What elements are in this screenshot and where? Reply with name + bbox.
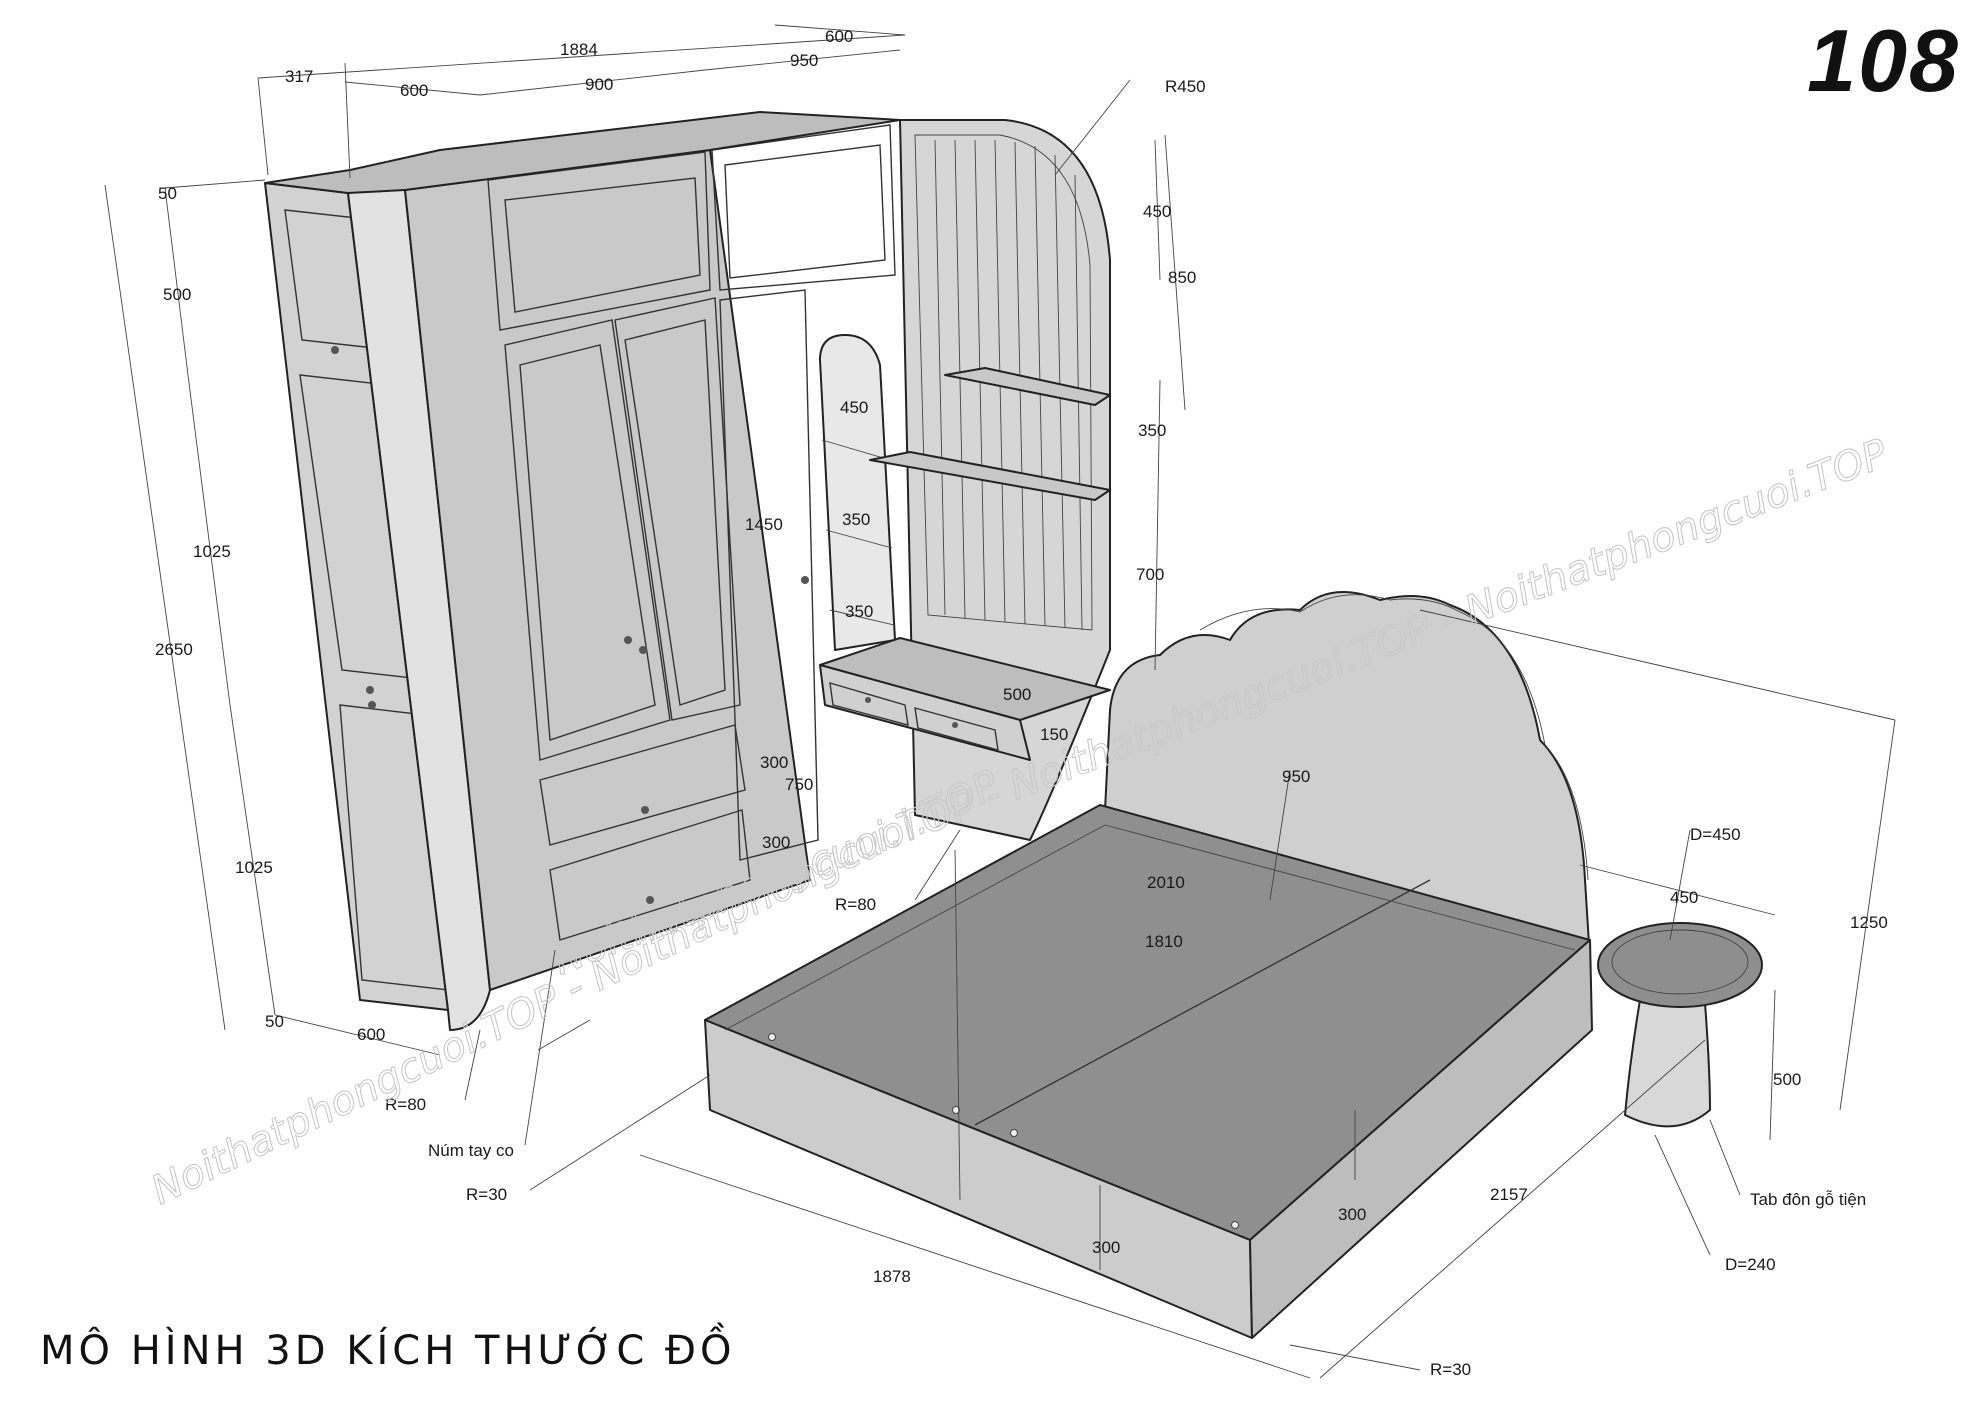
stool-base <box>1624 999 1711 1128</box>
dim-300-bed-side: 300 <box>1338 1205 1366 1224</box>
dim-d450: D=450 <box>1690 825 1741 844</box>
dim-500-desk: 500 <box>1003 685 1031 704</box>
page-number: 108 <box>1807 11 1960 110</box>
dim-50-bottom: 50 <box>265 1012 284 1031</box>
shelf-lower <box>869 451 1111 501</box>
dim-950-head: 950 <box>1282 767 1310 786</box>
wardrobe-niche <box>819 334 896 651</box>
dim-300-b: 300 <box>762 833 790 852</box>
dim-d240: D=240 <box>1725 1255 1776 1274</box>
dim-r80-desk: R=80 <box>835 895 876 914</box>
dim-2650: 2650 <box>155 640 193 659</box>
bed <box>704 591 1593 1339</box>
dim-1250: 1250 <box>1850 913 1888 932</box>
dim-500-top: 500 <box>163 285 191 304</box>
dim-750: 750 <box>785 775 813 794</box>
dim-r80-wardrobe: R=80 <box>385 1095 426 1114</box>
dim-350-right: 350 <box>1138 421 1166 440</box>
shelf-upper <box>944 367 1111 406</box>
stool-top <box>1597 922 1763 1008</box>
note-knob: Núm tay co <box>428 1141 514 1160</box>
dim-2157: 2157 <box>1490 1185 1528 1204</box>
dim-500-stool: 500 <box>1773 1070 1801 1089</box>
dim-1884: 1884 <box>560 40 598 59</box>
dim-450-niche: 450 <box>840 398 868 417</box>
dim-450-stool: 450 <box>1670 888 1698 907</box>
dim-2010: 2010 <box>1147 873 1185 892</box>
dim-r30-bottom: R=30 <box>1430 1360 1471 1379</box>
dim-1025-lower: 1025 <box>235 858 273 877</box>
stool <box>1597 922 1763 1128</box>
dim-950-top: 950 <box>790 51 818 70</box>
bed-frame-side <box>1249 939 1593 1339</box>
dim-50-top: 50 <box>158 184 177 203</box>
dim-r450: R450 <box>1165 77 1206 96</box>
dim-1810: 1810 <box>1145 932 1183 951</box>
dim-700: 700 <box>1136 565 1164 584</box>
dim-600-width: 600 <box>400 81 428 100</box>
dim-850: 850 <box>1168 268 1196 287</box>
dim-300-a: 300 <box>760 753 788 772</box>
wall-panel <box>819 119 1111 841</box>
dim-600-top: 600 <box>825 27 853 46</box>
dim-317: 317 <box>285 67 313 86</box>
dim-600-bottom: 600 <box>357 1025 385 1044</box>
dimension-lines <box>104 24 1896 1379</box>
dimension-labels: 317 1884 600 600 900 950 50 500 1025 265… <box>155 27 1888 1379</box>
desk-drawers <box>819 664 1031 761</box>
dim-900: 900 <box>585 75 613 94</box>
dim-450-right: 450 <box>1143 202 1171 221</box>
note-stool: Tab đôn gỗ tiện <box>1750 1190 1866 1209</box>
bed-headboard <box>1104 591 1591 966</box>
wardrobe <box>264 111 901 1031</box>
footer-title: MÔ HÌNH 3D KÍCH THƯỚC ĐỒ <box>40 1328 736 1374</box>
dim-1878: 1878 <box>873 1267 911 1286</box>
dim-300-bed-front: 300 <box>1092 1238 1120 1257</box>
dim-350-niche-2: 350 <box>845 602 873 621</box>
dim-r30-left: R=30 <box>466 1185 507 1204</box>
dim-1450: 1450 <box>745 515 783 534</box>
dim-350-niche-1: 350 <box>842 510 870 529</box>
dim-1025-upper: 1025 <box>193 542 231 561</box>
dim-150: 150 <box>1040 725 1068 744</box>
